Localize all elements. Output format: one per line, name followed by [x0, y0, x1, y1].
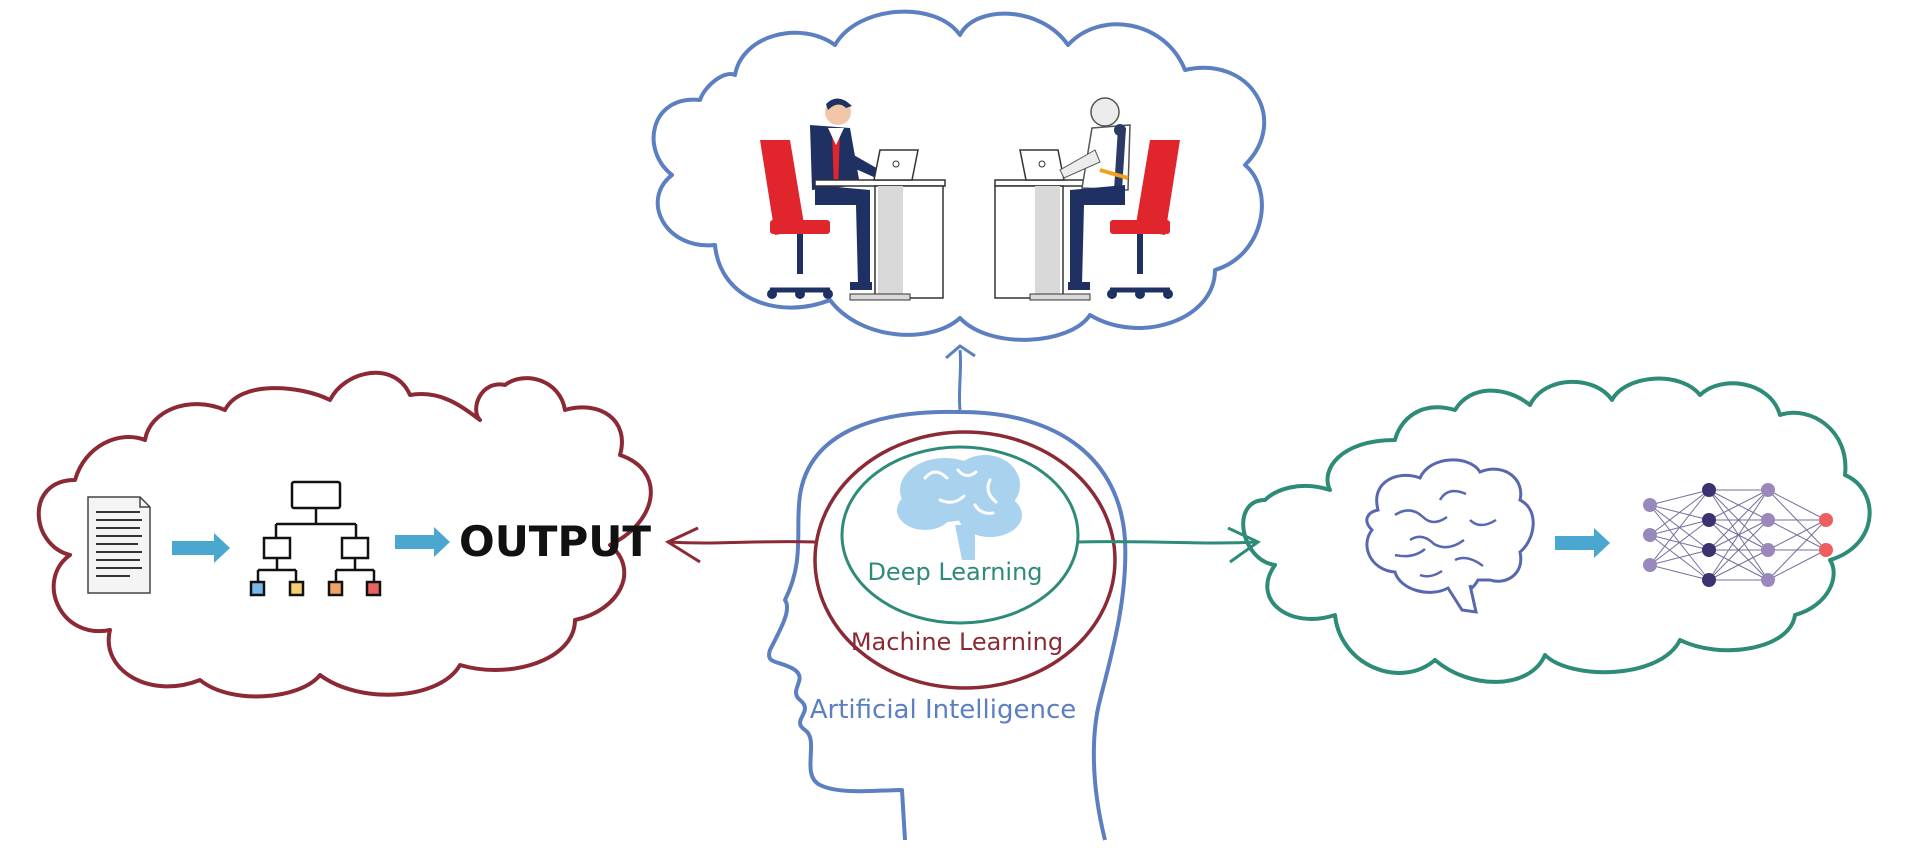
document-icon: [87, 496, 151, 594]
machine-learning-ellipse: [813, 430, 1117, 690]
brain-icon: [1365, 458, 1535, 614]
arrow-to-left-cloud: [664, 526, 816, 564]
machine-learning-label: Machine Learning: [851, 628, 1063, 656]
top-cloud: [651, 9, 1267, 342]
brain-icon: [897, 455, 1022, 560]
arrow-to-top-cloud: [945, 344, 976, 411]
arrow-to-right-cloud: [1077, 526, 1261, 564]
deep-learning-ellipse: [840, 445, 1080, 625]
human-at-laptop-icon: [760, 98, 946, 301]
neural-network-icon: [1643, 483, 1833, 587]
arrow-right-icon: [172, 533, 230, 563]
right-cloud: [1241, 376, 1872, 684]
deep-learning-label: Deep Learning: [867, 558, 1042, 586]
artificial-intelligence-label: Artificial Intelligence: [810, 695, 1077, 725]
decision-tree-icon: [249, 480, 382, 597]
robot-at-laptop-icon: [994, 97, 1180, 301]
output-label: OUTPUT: [459, 517, 651, 566]
arrow-right-icon: [1555, 528, 1610, 558]
arrow-right-icon: [395, 527, 450, 557]
left-cloud: [36, 370, 653, 699]
